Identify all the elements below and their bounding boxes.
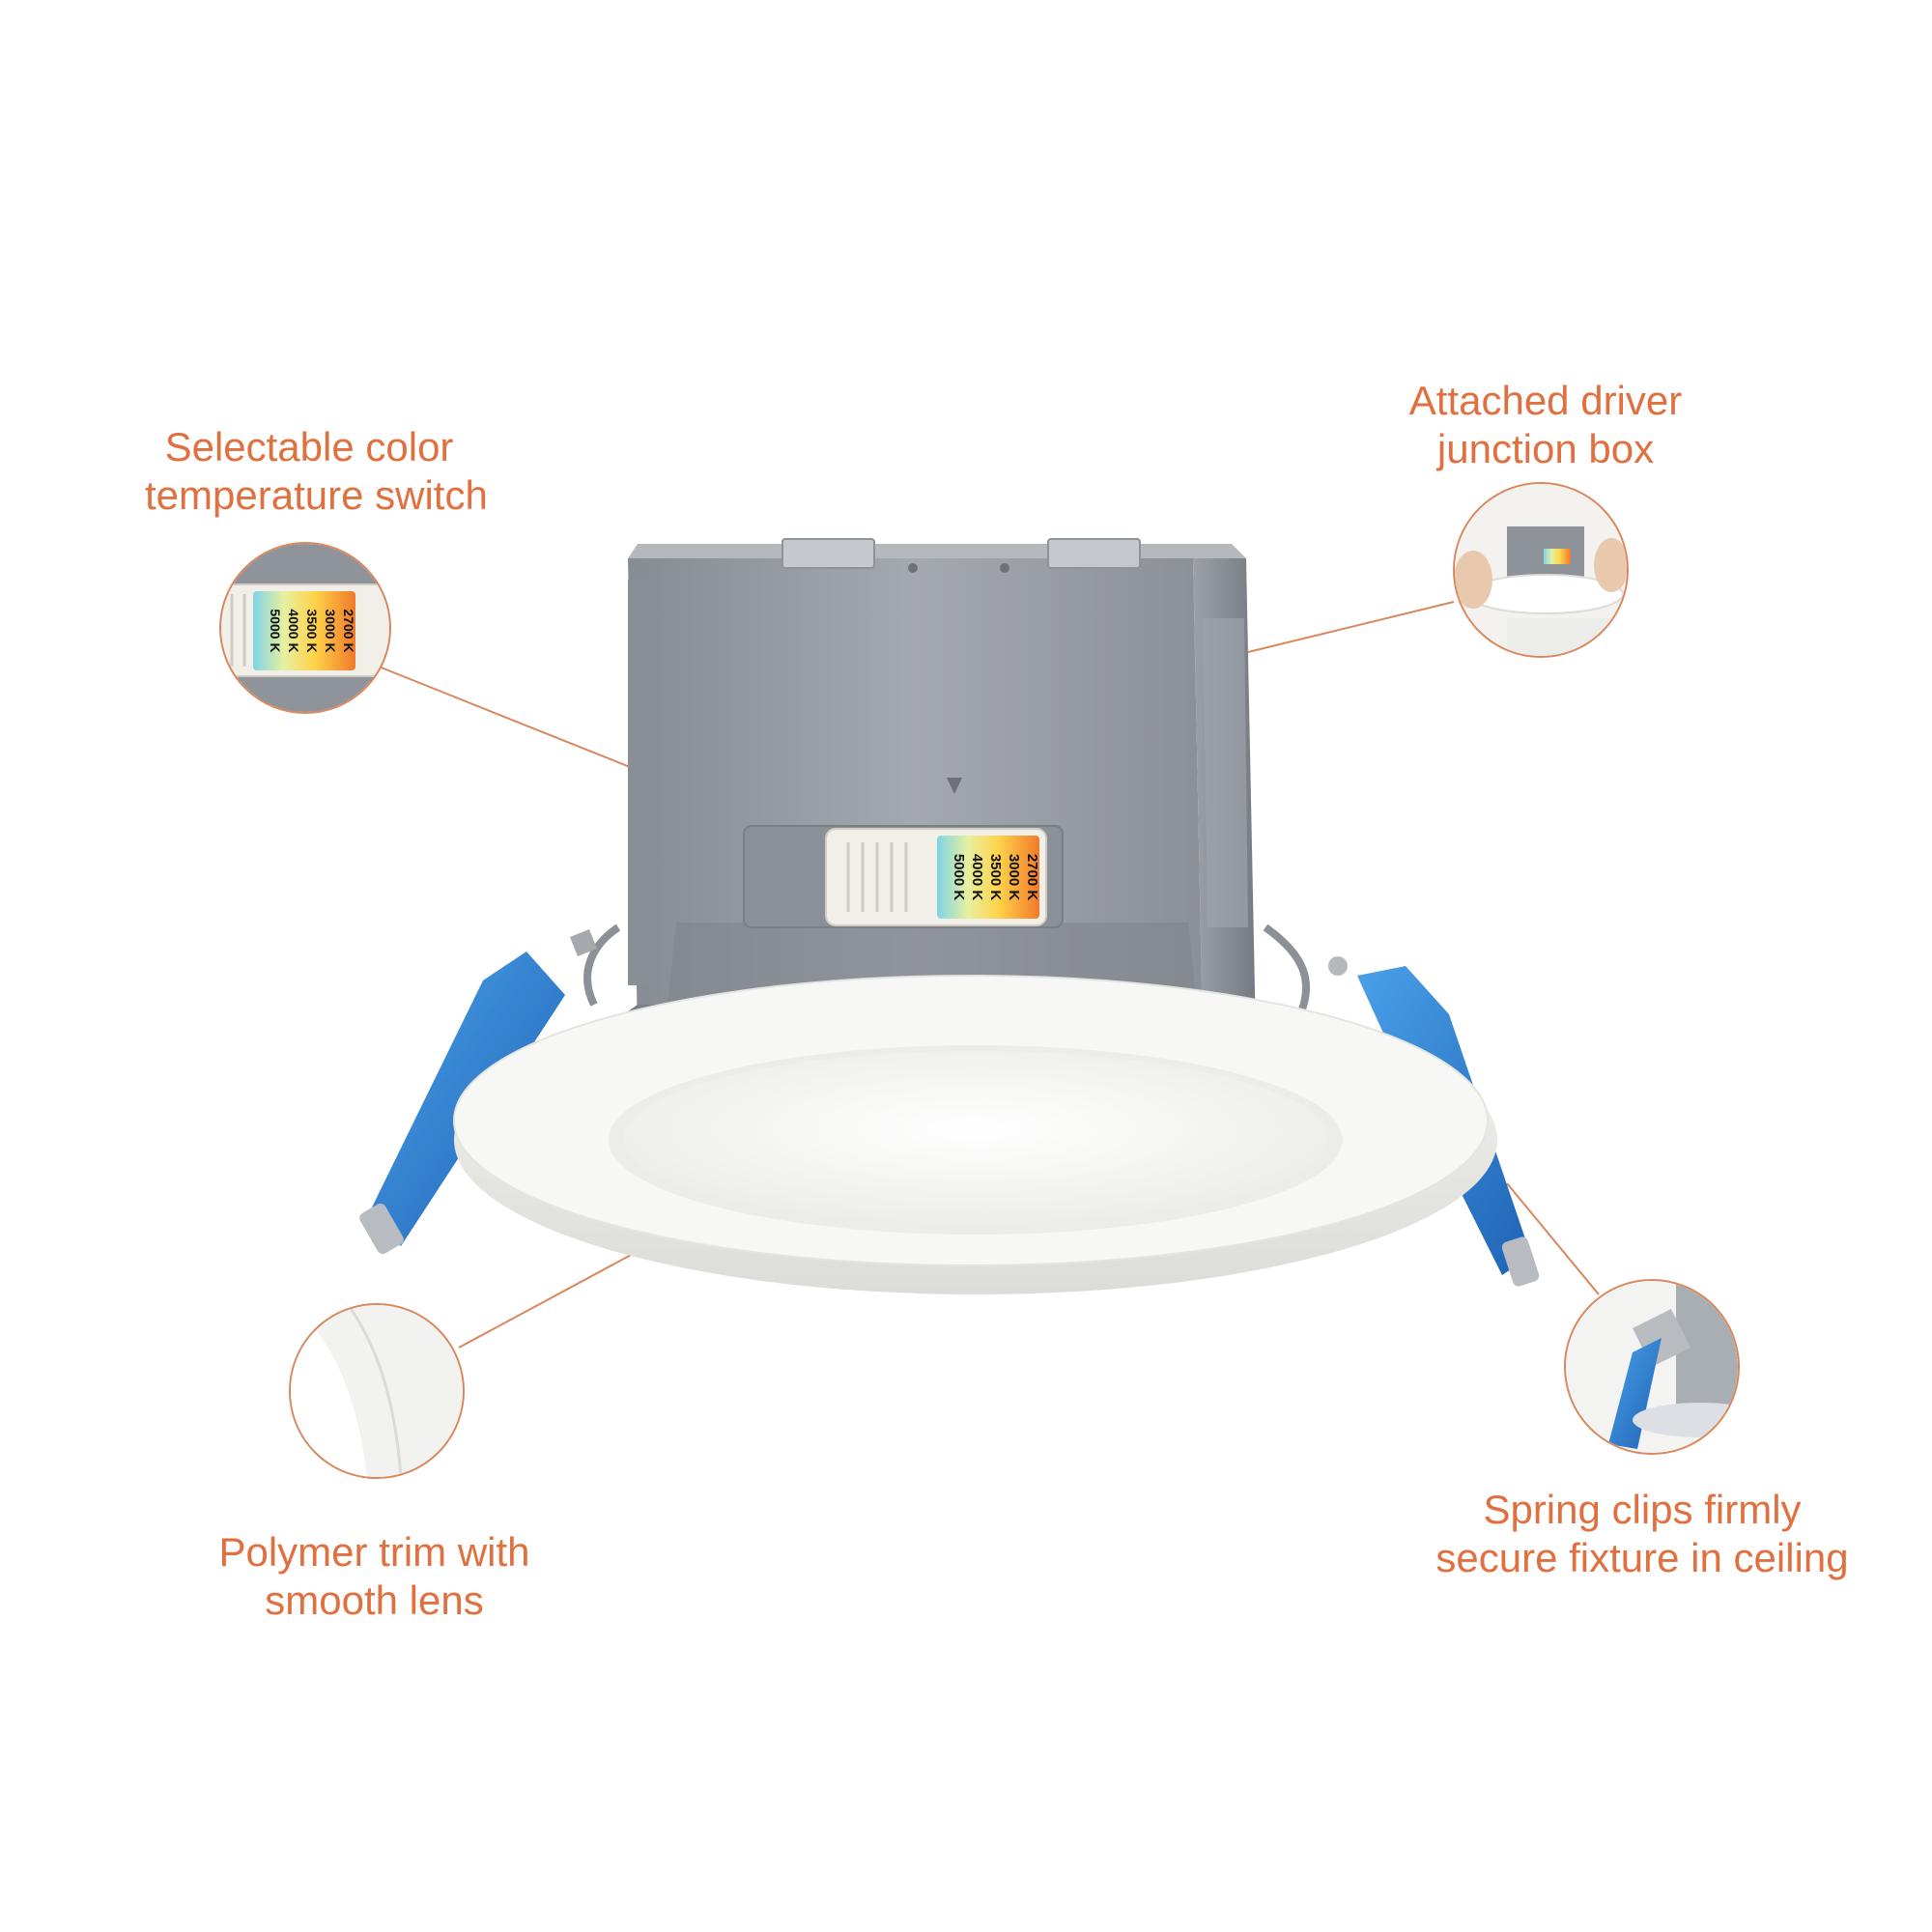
temperature-setting-label: 4000 K xyxy=(969,854,985,901)
housing-marker-icon xyxy=(947,778,962,794)
callout-label-switch-line2: temperature switch xyxy=(145,472,488,518)
junction-box-top-edge xyxy=(628,544,1246,558)
junction-box xyxy=(589,538,1256,1038)
leader-line-clips xyxy=(1506,1182,1600,1295)
temperature-setting-label: 5000 K xyxy=(268,609,283,652)
junction-box-side-panel xyxy=(1203,618,1248,927)
callout-label-switch: Selectable color temperature switch xyxy=(145,423,488,520)
smooth-lens xyxy=(623,1051,1328,1225)
leader-line-junction xyxy=(1247,601,1455,653)
switch-color-scale xyxy=(937,836,1039,919)
housing-tab-right xyxy=(1047,538,1141,569)
housing-tab-left xyxy=(781,538,875,569)
callout-circle-clips xyxy=(1564,1279,1740,1455)
callout-label-switch-line1: Selectable color xyxy=(164,424,454,469)
temperature-setting-label: 2700 K xyxy=(341,609,356,652)
temperature-setting-label: 2700 K xyxy=(1024,854,1040,901)
callout-label-clips-line2: secure fixture in ceiling xyxy=(1435,1535,1849,1580)
callout-label-junction-line2: junction box xyxy=(1436,426,1655,471)
polymer-trim xyxy=(453,975,1497,1294)
temperature-setting-label: 5000 K xyxy=(951,854,967,901)
temperature-setting-label: 3500 K xyxy=(304,609,320,652)
junction-box-left-flange xyxy=(628,580,655,985)
callout-label-clips: Spring clips firmly secure fixture in ce… xyxy=(1425,1486,1860,1582)
temperature-setting-label: 3500 K xyxy=(987,854,1004,901)
temperature-setting-label: 3000 K xyxy=(323,609,338,652)
housing-rivet xyxy=(908,563,918,573)
temperature-setting-label: 3000 K xyxy=(1006,854,1022,901)
callout-circle-trim xyxy=(289,1303,465,1479)
callout-label-junction-line1: Attached driver xyxy=(1408,378,1683,423)
callout-label-junction: Attached driver junction box xyxy=(1391,377,1700,473)
housing-rivet xyxy=(1000,563,1009,573)
callout-label-clips-line1: Spring clips firmly xyxy=(1483,1487,1802,1532)
temperature-setting-label: 4000 K xyxy=(286,609,301,652)
callout-label-trim-line2: smooth lens xyxy=(265,1577,484,1623)
callout-label-trim: Polymer trim with smooth lens xyxy=(208,1528,541,1625)
callout-label-trim-line1: Polymer trim with xyxy=(218,1529,530,1575)
switch-slider-ridges xyxy=(846,842,908,912)
callout-circle-junction xyxy=(1453,482,1629,658)
